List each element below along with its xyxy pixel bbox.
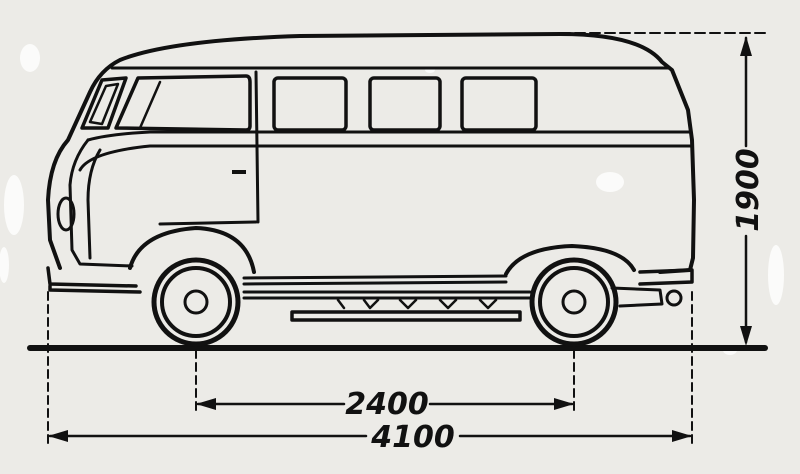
- side-window-2: [368, 76, 442, 132]
- side-window-3: [460, 76, 538, 132]
- cab-door-bottom: [158, 220, 258, 226]
- cab-door: [254, 70, 260, 224]
- cab-door-vent: [138, 80, 162, 130]
- front-bumper: [48, 284, 142, 294]
- belt-line-lower: [78, 144, 694, 172]
- windshield-frame: [88, 82, 120, 126]
- rear-underbody: [610, 286, 664, 308]
- bus-body-outline: [46, 32, 696, 274]
- cab-door-window: [114, 74, 252, 132]
- front-panel: [86, 148, 102, 260]
- overall-length-dimension: [47, 291, 693, 445]
- front-wheel-arch: [128, 226, 256, 274]
- chassis-bracing: [336, 298, 498, 310]
- headlight: [56, 196, 76, 232]
- front-wheel: [151, 257, 241, 347]
- body-sill: [46, 266, 138, 288]
- chassis-rail: [242, 290, 532, 300]
- tow-hitch: [665, 289, 683, 307]
- paper-specks: [0, 44, 784, 355]
- height-label: 1900: [731, 148, 766, 232]
- rear-wheel: [529, 257, 619, 347]
- side-window-1: [272, 76, 348, 132]
- body-sill-line: [242, 274, 508, 286]
- belt-line: [86, 130, 692, 142]
- floor-pan: [290, 310, 522, 322]
- height-dimension: [559, 32, 771, 346]
- door-handle: [232, 170, 246, 174]
- overall-length-label: 4100: [370, 420, 455, 455]
- rear-bumper: [638, 268, 694, 286]
- windshield: [80, 76, 128, 130]
- rear-wheel-arch: [504, 244, 636, 276]
- front-nose: [68, 138, 134, 268]
- wheelbase-label: 2400: [345, 387, 429, 422]
- wheelbase-dimension: [195, 349, 575, 413]
